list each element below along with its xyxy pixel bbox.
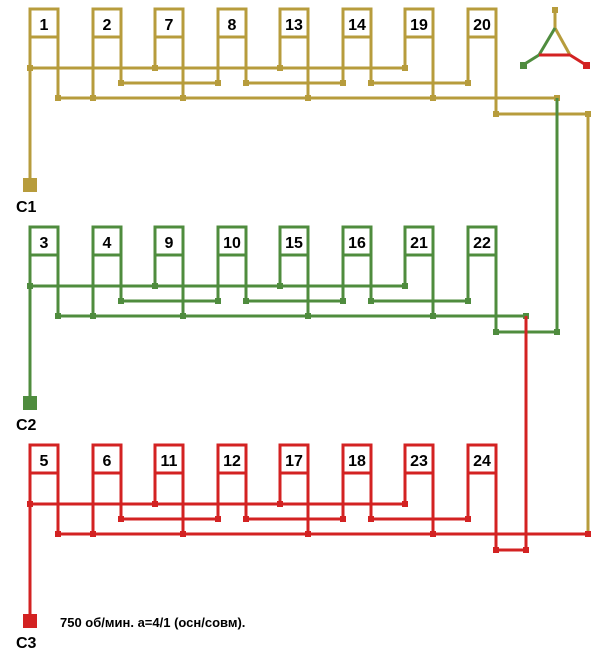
coil-box bbox=[341, 443, 373, 475]
coil-box bbox=[153, 7, 185, 39]
coil-number: 24 bbox=[473, 453, 491, 470]
coil-box bbox=[278, 443, 310, 475]
coil-number: 23 bbox=[410, 453, 428, 470]
junction-dot bbox=[554, 329, 560, 335]
coil-box bbox=[341, 225, 373, 257]
coil-box bbox=[153, 225, 185, 257]
coil-box bbox=[216, 443, 248, 475]
coil-23: 23 bbox=[403, 443, 435, 475]
terminal-C2 bbox=[23, 396, 37, 410]
coil-19: 19 bbox=[403, 7, 435, 39]
phase-interconnections bbox=[496, 98, 591, 553]
caption: 750 об/мин. а=4/1 (осн/совм). bbox=[60, 615, 245, 630]
coil-11: 11 bbox=[153, 443, 185, 475]
coil-24: 24 bbox=[466, 443, 498, 475]
coil-number: 18 bbox=[348, 453, 366, 470]
coil-number: 21 bbox=[410, 235, 428, 252]
coil-number: 9 bbox=[165, 235, 174, 252]
coil-5: 5 bbox=[28, 443, 60, 475]
terminal-C1 bbox=[23, 178, 37, 192]
coil-20: 20 bbox=[466, 7, 498, 39]
terminal-label: C3 bbox=[16, 635, 37, 652]
terminal-C3 bbox=[23, 614, 37, 628]
coil-13: 13 bbox=[278, 7, 310, 39]
coil-box bbox=[466, 225, 498, 257]
coil-box bbox=[403, 7, 435, 39]
coil-number: 19 bbox=[410, 17, 428, 34]
coil-8: 8 bbox=[216, 7, 248, 39]
coil-2: 2 bbox=[91, 7, 123, 39]
terminal-label: C2 bbox=[16, 417, 37, 434]
coil-box bbox=[278, 7, 310, 39]
coil-box bbox=[466, 7, 498, 39]
coil-17: 17 bbox=[278, 443, 310, 475]
coil-box bbox=[91, 7, 123, 39]
coil-box bbox=[28, 225, 60, 257]
coil-box bbox=[403, 225, 435, 257]
coil-number: 8 bbox=[228, 17, 237, 34]
coil-number: 13 bbox=[285, 17, 303, 34]
coil-18: 18 bbox=[341, 443, 373, 475]
coil-7: 7 bbox=[153, 7, 185, 39]
coil-box bbox=[28, 443, 60, 475]
coil-box bbox=[91, 225, 123, 257]
coil-number: 5 bbox=[40, 453, 49, 470]
coil-4: 4 bbox=[91, 225, 123, 257]
coil-number: 14 bbox=[348, 17, 366, 34]
coil-number: 12 bbox=[223, 453, 241, 470]
star-triangle-connection-icon bbox=[520, 7, 590, 69]
coil-number: 22 bbox=[473, 235, 491, 252]
coil-22: 22 bbox=[466, 225, 498, 257]
coil-number: 10 bbox=[223, 235, 241, 252]
coil-number: 7 bbox=[165, 17, 174, 34]
coil-number: 11 bbox=[161, 453, 178, 470]
coil-number: 2 bbox=[103, 17, 112, 34]
coil-3: 3 bbox=[28, 225, 60, 257]
coil-number: 1 bbox=[40, 17, 49, 34]
wire bbox=[537, 27, 557, 56]
coil-number: 6 bbox=[103, 453, 112, 470]
coil-number: 3 bbox=[40, 235, 49, 252]
coil-9: 9 bbox=[153, 225, 185, 257]
coil-16: 16 bbox=[341, 225, 373, 257]
coil-15: 15 bbox=[278, 225, 310, 257]
coil-number: 20 bbox=[473, 17, 491, 34]
coil-6: 6 bbox=[91, 443, 123, 475]
wire bbox=[553, 27, 572, 56]
coil-number: 16 bbox=[348, 235, 366, 252]
junction-dot bbox=[585, 531, 591, 537]
coil-box bbox=[216, 225, 248, 257]
coil-box bbox=[91, 443, 123, 475]
coil-1: 1 bbox=[28, 7, 60, 39]
coil-number: 15 bbox=[285, 235, 303, 252]
coil-number: 17 bbox=[285, 453, 303, 470]
coil-number: 4 bbox=[103, 235, 112, 252]
coil-box bbox=[278, 225, 310, 257]
junction-dot bbox=[523, 547, 529, 553]
coil-box bbox=[403, 443, 435, 475]
coil-14: 14 bbox=[341, 7, 373, 39]
coil-box bbox=[153, 443, 185, 475]
coil-box bbox=[28, 7, 60, 39]
coil-box bbox=[466, 443, 498, 475]
coil-box bbox=[216, 7, 248, 39]
coil-box bbox=[341, 7, 373, 39]
coil-12: 12 bbox=[216, 443, 248, 475]
coil-21: 21 bbox=[403, 225, 435, 257]
coil-10: 10 bbox=[216, 225, 248, 257]
terminal-label: C1 bbox=[16, 199, 37, 216]
